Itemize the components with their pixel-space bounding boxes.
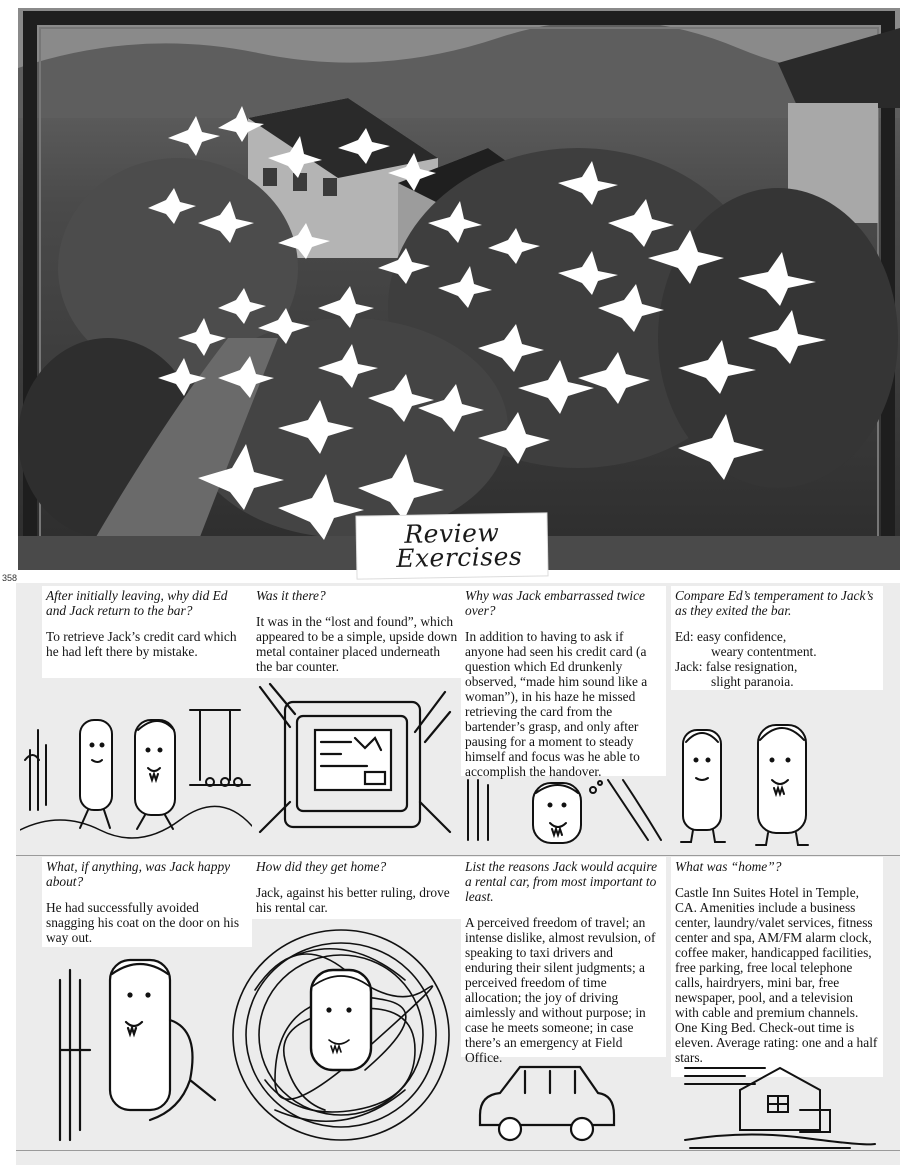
- exercise-question: List the reasons Jack would acquire a re…: [465, 859, 658, 904]
- page-number: 358: [2, 573, 18, 583]
- exercise-answer: It was in the “lost and found”, which ap…: [256, 614, 458, 674]
- exercise-1: After initially leaving, why did Ed and …: [42, 586, 252, 678]
- exercise-4: Compare Ed’s temperament to Jack’s as th…: [671, 586, 883, 690]
- sketch-castle-inn-hotel: [684, 1066, 876, 1149]
- exercise-question: Compare Ed’s temperament to Jack’s as th…: [675, 588, 874, 618]
- sketch-lost-and-found-container: [258, 682, 452, 834]
- answer-line: Jack: false resignation,: [675, 659, 798, 674]
- exercise-question: How did they get home?: [256, 859, 387, 874]
- sketch-rental-car: [478, 1065, 616, 1142]
- hero-illustration: [18, 8, 900, 570]
- title-line-2: Exercises: [395, 541, 523, 573]
- exercise-5: What, if anything, was Jack happy about?…: [42, 857, 252, 947]
- exercise-answer: In addition to having to ask if anyone h…: [465, 629, 648, 779]
- exercise-6: How did they get home? Jack, against his…: [252, 857, 462, 919]
- exercise-question: Was it there?: [256, 588, 326, 603]
- row-divider: [16, 855, 900, 856]
- birds-over-village-illustration: [18, 8, 900, 570]
- exercise-question: What, if anything, was Jack happy about?: [46, 859, 231, 889]
- answer-line: slight paranoia.: [711, 674, 794, 689]
- exercise-answer: Jack, against his better ruling, drove h…: [256, 885, 450, 915]
- exercise-answer: A perceived freedom of travel; an intens…: [465, 915, 656, 1065]
- exercise-question: What was “home”?: [675, 859, 782, 874]
- answer-line: Ed: easy confidence,: [675, 629, 787, 644]
- bottom-divider: [16, 1150, 900, 1151]
- exercise-answer: To retrieve Jack’s credit card which he …: [46, 629, 237, 659]
- exercise-question: Why was Jack embarrassed twice over?: [465, 588, 645, 618]
- review-exercises-title: Review Exercises: [356, 513, 548, 579]
- sketch-jack-at-bar: [467, 779, 662, 844]
- exercise-3: Why was Jack embarrassed twice over? In …: [461, 586, 666, 779]
- answer-line: weary contentment.: [711, 644, 817, 659]
- sketch-ed-and-jack-exiting: [680, 724, 809, 846]
- exercise-question: After initially leaving, why did Ed and …: [46, 588, 228, 618]
- sketch-scribbled-drive-home: [232, 929, 450, 1141]
- sketch-jack-at-door: [58, 958, 217, 1142]
- exercise-answer: He had successfully avoided snagging his…: [46, 900, 240, 945]
- exercise-2: Was it there? It was in the “lost and fo…: [252, 586, 462, 678]
- exercise-answer: Ed: easy confidence, weary contentment. …: [675, 629, 879, 689]
- sketch-ed-and-jack-walking: [20, 709, 252, 839]
- exercise-answer: Castle Inn Suites Hotel in Temple, CA. A…: [675, 885, 878, 1065]
- exercise-8: What was “home”? Castle Inn Suites Hotel…: [671, 857, 883, 1077]
- exercise-7: List the reasons Jack would acquire a re…: [461, 857, 666, 1065]
